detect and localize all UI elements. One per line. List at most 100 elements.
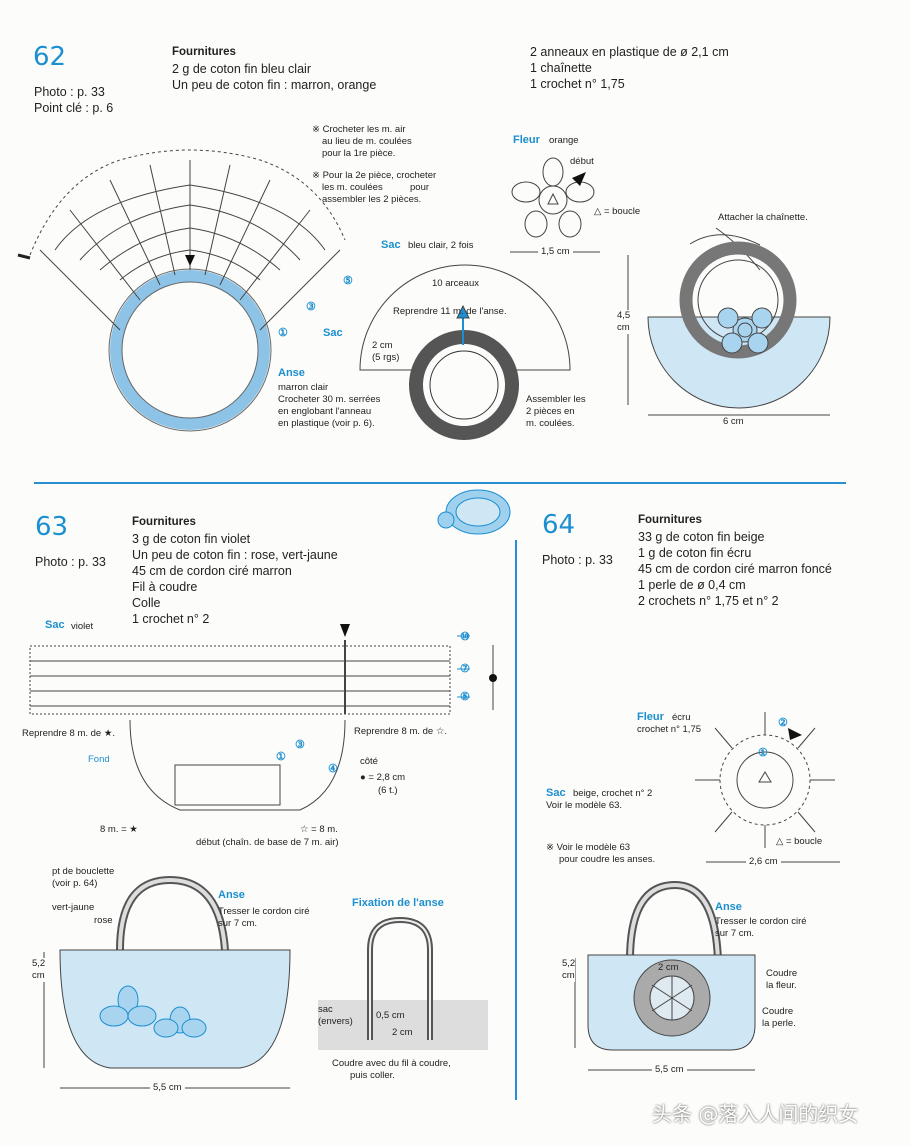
horizontal-divider: [34, 482, 846, 484]
cm2-62: 2 cm: [372, 340, 393, 351]
round-7-63: ⑦: [460, 663, 470, 675]
model-64-supply-1: 33 g de coton fin beige: [638, 530, 765, 544]
sac-half-62: [359, 264, 571, 440]
assembler-62-2: 2 pièces en: [526, 406, 575, 417]
width-64: 5,5 cm: [652, 1064, 687, 1076]
star-left-63: 8 m. = ★: [100, 824, 138, 835]
cote-t-63: (6 t.): [378, 785, 398, 796]
rgs5-62: (5 rgs): [372, 352, 400, 363]
note-1b: au lieu de m. coulées: [322, 136, 412, 147]
coudre-fleur-1: Coudre: [766, 968, 798, 979]
anse-62-1: marron clair: [278, 382, 329, 393]
height-64-b: cm: [562, 970, 575, 982]
model-62-supply-3: 2 anneaux en plastique de ø 2,1 cm: [530, 45, 729, 59]
reprendre-right-63: Reprendre 8 m. de ☆.: [354, 726, 448, 737]
round-1-62: ①: [278, 327, 288, 339]
voir-64-1: ※ Voir le modèle 63: [546, 842, 631, 853]
model-64-number: 64: [542, 510, 576, 540]
model-62-number: 62: [33, 42, 67, 72]
attacher-62: Attacher la chaînette.: [718, 212, 808, 223]
cm2-64: 2 cm: [658, 962, 679, 973]
model-63-number: 63: [35, 512, 69, 542]
model-63-fournitures-title: Fournitures: [132, 516, 196, 528]
watermark: 头条 @落入人间的织女: [652, 1102, 859, 1126]
start-marker-63: [340, 624, 350, 637]
note-1c: pour la 1re pièce.: [322, 148, 396, 159]
model-62-supply-2: Un peu de coton fin : marron, orange: [172, 78, 377, 92]
reprendre-62: Reprendre 11 m. de l'anse.: [393, 306, 507, 317]
vert-jaune-63: vert-jaune: [52, 902, 95, 913]
fleur-label-64: Fleur: [637, 711, 664, 723]
model-64-supply-3: 45 cm de cordon ciré marron foncé: [638, 562, 832, 576]
cote-63: côté: [360, 756, 378, 767]
anse-64-2: sur 7 cm.: [715, 928, 755, 939]
coudre-fleur-2: la fleur.: [766, 980, 797, 991]
fleur-label-62: Fleur: [513, 134, 540, 146]
assembler-62-1: Assembler les: [526, 394, 586, 405]
model-62-photo: Photo : p. 33: [34, 85, 105, 99]
round-1-63: ①: [276, 751, 286, 763]
model-62-point: Point clé : p. 6: [34, 101, 114, 115]
anse-64-1: Tresser le cordon ciré: [715, 916, 807, 927]
flower-start-64: [788, 728, 802, 740]
model-64-photo: Photo : p. 33: [542, 553, 613, 567]
round-1-64: ①: [758, 747, 768, 759]
note-1a: ※ Crocheter les m. air: [312, 124, 406, 135]
sac2-desc-62: bleu clair, 2 fois: [408, 240, 474, 251]
grid-chart-63: [29, 635, 494, 811]
bag-illustration-63: [43, 875, 291, 1089]
start-marker-62: [185, 255, 195, 266]
model-63-supply-6: 1 crochet n° 2: [132, 612, 210, 626]
anse-62-3: en englobant l'anneau: [278, 406, 372, 417]
round-3-62: ③: [306, 301, 316, 313]
assembler-62-3: m. coulées.: [526, 418, 575, 429]
model-63-supply-3: 45 cm de cordon ciré marron: [132, 564, 292, 578]
pt-bouclette-2: (voir p. 64): [52, 878, 98, 889]
fixation-title-63: Fixation de l'anse: [352, 897, 444, 909]
coudre-perle-1: Coudre: [762, 1006, 794, 1017]
round-5-63: ⑤: [460, 691, 470, 703]
cm2-63: 2 cm: [392, 1027, 413, 1038]
note-2c: pour: [410, 182, 430, 193]
star-right-63: ☆ = 8 m.: [300, 824, 338, 835]
coudre-perle-2: la perle.: [762, 1018, 796, 1029]
model-62-supply-4: 1 chaînette: [530, 61, 592, 75]
fond-label-63: Fond: [88, 754, 110, 765]
model-64-supply-5: 2 crochets n° 1,75 et n° 2: [638, 594, 779, 608]
fleur-color-64: écru: [672, 712, 691, 723]
round-2-64: ②: [778, 717, 788, 729]
model-63-supply-4: Fil à coudre: [132, 580, 198, 594]
pt-bouclette-1: pt de bouclette: [52, 866, 115, 877]
coudre-63-2: puis coller.: [350, 1070, 395, 1081]
cm05-63: 0,5 cm: [376, 1010, 405, 1021]
vertical-divider: [515, 540, 517, 1100]
anse-label-64: Anse: [715, 901, 742, 913]
height-63-b: cm: [32, 970, 45, 982]
anse-62-2: Crocheter 30 m. serrées: [278, 394, 381, 405]
width-62-bag: 6 cm: [720, 416, 747, 428]
sac-label-63: Sac: [45, 619, 65, 631]
boucle-62: △ = boucle: [594, 206, 641, 217]
model-63-supply-5: Colle: [132, 596, 161, 610]
sac-envers-2: (envers): [318, 1016, 353, 1027]
coudre-63-1: Coudre avec du fil à coudre,: [332, 1058, 451, 1069]
sac-voir-64: Voir le modèle 63.: [546, 800, 623, 811]
anse-62-4: en plastique (voir p. 6).: [278, 418, 375, 429]
height-62-b: cm: [617, 322, 630, 334]
model-64-supply-4: 1 perle de ø 0,4 cm: [638, 578, 746, 592]
sac2-label-62: Sac: [381, 239, 401, 251]
model-63-supply-2: Un peu de coton fin : rose, vert-jaune: [132, 548, 338, 562]
anse-63-2: sur 7 cm.: [218, 918, 258, 929]
bag-illustration-64: [574, 880, 756, 1071]
rose-63: rose: [94, 915, 113, 926]
anse-63-1: Tresser le cordon ciré: [218, 906, 310, 917]
boucle-64: △ = boucle: [776, 836, 823, 847]
height-62-a: 4,5: [617, 310, 631, 322]
height-63-a: 5,2: [32, 958, 46, 970]
height-64-a: 5,2: [562, 958, 576, 970]
round-5-62: ⑤: [343, 275, 353, 287]
sac-envers-1: sac: [318, 1004, 333, 1015]
model-62-supply-1: 2 g de coton fin bleu clair: [172, 62, 311, 76]
bag-illustration-62: [627, 227, 831, 416]
